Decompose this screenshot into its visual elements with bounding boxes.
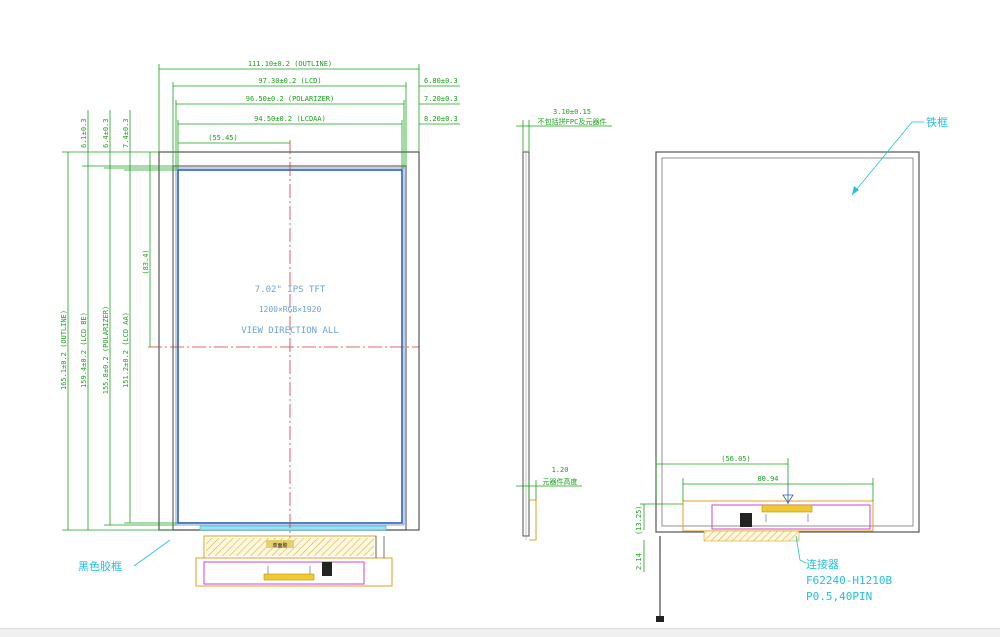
conn-width-dim: 80.94 (757, 475, 778, 483)
dim-right-1: 6.80±0.3 (424, 77, 458, 85)
dim-center-width: (55.45) (208, 134, 238, 142)
window-bottom-bar (0, 628, 1000, 637)
conn-height-dim: (13.25) (635, 505, 643, 535)
bottom-strip (199, 525, 387, 531)
side-thickness-dim: 3.10±0.15 (553, 108, 591, 116)
panel-resolution-label: 1200×RGB×1920 (259, 305, 322, 314)
front-fpc: 单面胶 (195, 535, 393, 587)
front-view: 111.10±0.2 (OUTLINE) 97.30±0.2 (LCD) 96.… (60, 60, 460, 587)
side-component-note: 元器件高度 (543, 477, 578, 486)
lcd-glass (172, 165, 407, 531)
dim-outline-height: 165.1±0.2 (OUTLINE) (60, 310, 68, 390)
back-view: 铁框 (56.05) 80.94 (13.25) 2.14 连接器 F62 (635, 116, 948, 622)
tape-label: 单面胶 (272, 542, 287, 549)
dim-right-2: 7.20±0.3 (424, 95, 458, 103)
iron-frame-leader (851, 121, 913, 196)
conn-center-dim: (56.05) (721, 455, 751, 463)
back-connector (761, 504, 813, 513)
dim-center-height: (83.4) (142, 249, 150, 274)
dim-top-3: 7.4±0.3 (122, 118, 130, 148)
connector-label: 连接器 (806, 558, 839, 571)
dim-polarizer-height: 155.8±0.2 (POLARIZER) (102, 306, 110, 395)
dim-outline-width: 111.10±0.2 (OUTLINE) (248, 60, 332, 68)
iron-frame-label: 铁框 (926, 116, 948, 129)
back-outline (655, 151, 920, 533)
connector-pitch: P0.5,40PIN (806, 590, 872, 603)
side-view: 3.10±0.15 不包括拼FPC及元器件 1.20 元器件高度 (516, 108, 612, 541)
dim-lcd-height: 159.4±0.2 (LCD BE) (80, 312, 88, 388)
front-outline (158, 151, 420, 531)
panel-size-label: 7.02" IPS TFT (255, 285, 326, 295)
panel-view-direction-label: VIEW DIRECTION ALL (241, 326, 339, 336)
side-thickness-note: 不包括拼FPC及元器件 (538, 117, 607, 126)
dim-lcd-width: 97.30±0.2 (LCD) (258, 77, 321, 85)
side-component-dim: 1.20 (552, 466, 569, 474)
dim-polarizer-width: 96.50±0.2 (POLARIZER) (246, 95, 335, 103)
black-frame-label: 黑色胶框 (78, 559, 122, 573)
dim-right-3: 8.20±0.3 (424, 115, 458, 123)
tail-dim: 2.14 (635, 553, 643, 570)
connector-leader (795, 535, 801, 561)
iron-frame (661, 157, 914, 527)
back-ic (740, 513, 752, 527)
dim-aa-height: 151.2±0.2 (LCD AA) (122, 312, 130, 388)
dim-aa-width: 94.50±0.2 (LCDAA) (254, 115, 326, 123)
connector-part-number: F62240-H1210B (806, 574, 892, 587)
dim-top-2: 6.4±0.3 (102, 118, 110, 148)
dim-top-1: 6.1±0.3 (80, 118, 88, 148)
